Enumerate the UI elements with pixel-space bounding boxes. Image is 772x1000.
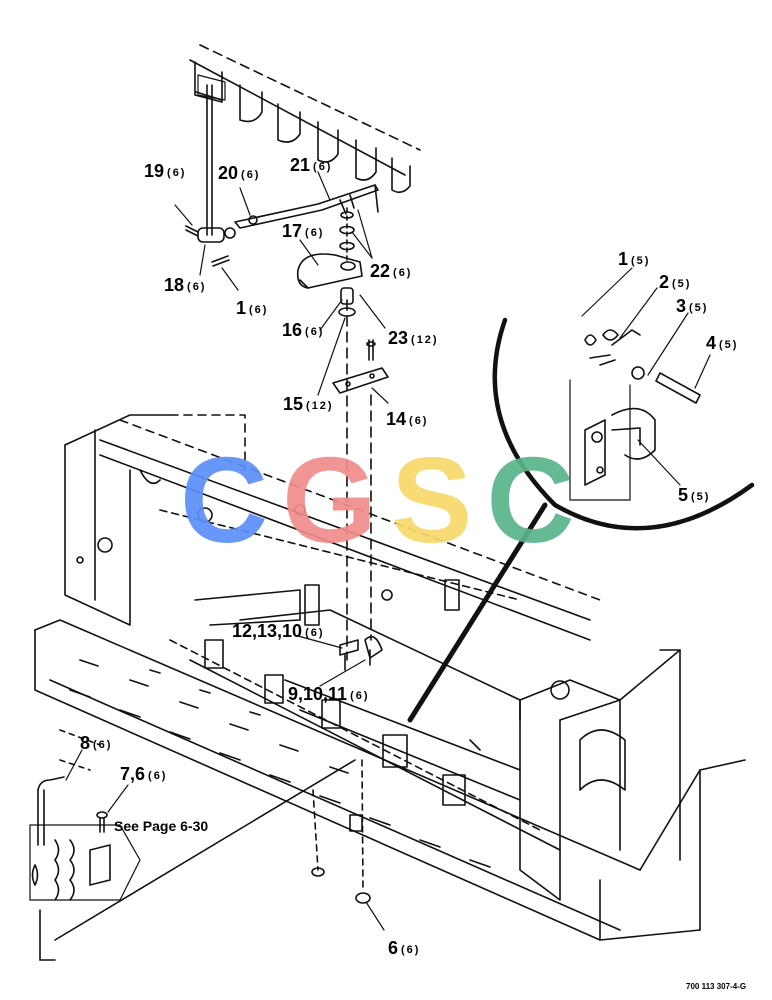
clevis-assembly [185,215,258,267]
callout-20: 20(6) [218,163,261,183]
watermark-letter-c1: C [180,432,268,568]
callout-8: 8(6) [80,733,113,753]
callout-15: 15(12) [283,394,334,414]
callout-detail-2: 2(5) [659,272,692,292]
callout-21: 21(6) [290,155,333,175]
callout-17: 17(6) [282,221,325,241]
drawing-number: 700 113 307-4-G [686,982,747,991]
upper-frame-fragment [189,44,421,194]
watermark-letter-g: G [282,432,377,568]
callout-detail-5: 5(5) [678,485,711,505]
bracket-plate [296,253,363,289]
bushing [338,287,356,661]
callout-7-6: 7,6(6) [120,764,168,784]
callout-18: 18(6) [164,275,207,295]
support-rod [197,74,226,236]
callout-16: 16(6) [282,320,325,340]
bent-lever [234,184,379,229]
main-frame [34,414,746,941]
callout-1: 1(6) [236,298,269,318]
spring-detail-box [29,759,356,961]
callout-detail-3: 3(5) [676,296,709,316]
watermark-letter-s: S [391,432,472,568]
watermark-letter-c2: C [486,432,574,568]
callout-12-13-10: 12,13,10(6) [232,621,325,641]
washer-stack [339,207,355,263]
circle-detail [407,317,755,723]
callout-detail-1: 1(5) [618,249,651,269]
see-page-reference: See Page 6-30 [114,818,209,834]
bolt-hardware [311,635,383,904]
leader-lines [65,171,711,931]
callout-14: 14(6) [386,409,429,429]
callout-22: 22(6) [370,261,413,281]
callout-23: 23(12) [388,328,439,348]
callout-19: 19(6) [144,161,187,181]
callout-detail-4: 4(5) [706,333,739,353]
callout-6: 6(6) [388,938,421,958]
mounting-strap [332,339,389,641]
callout-9-10-11: 9,10,11(6) [288,684,370,704]
